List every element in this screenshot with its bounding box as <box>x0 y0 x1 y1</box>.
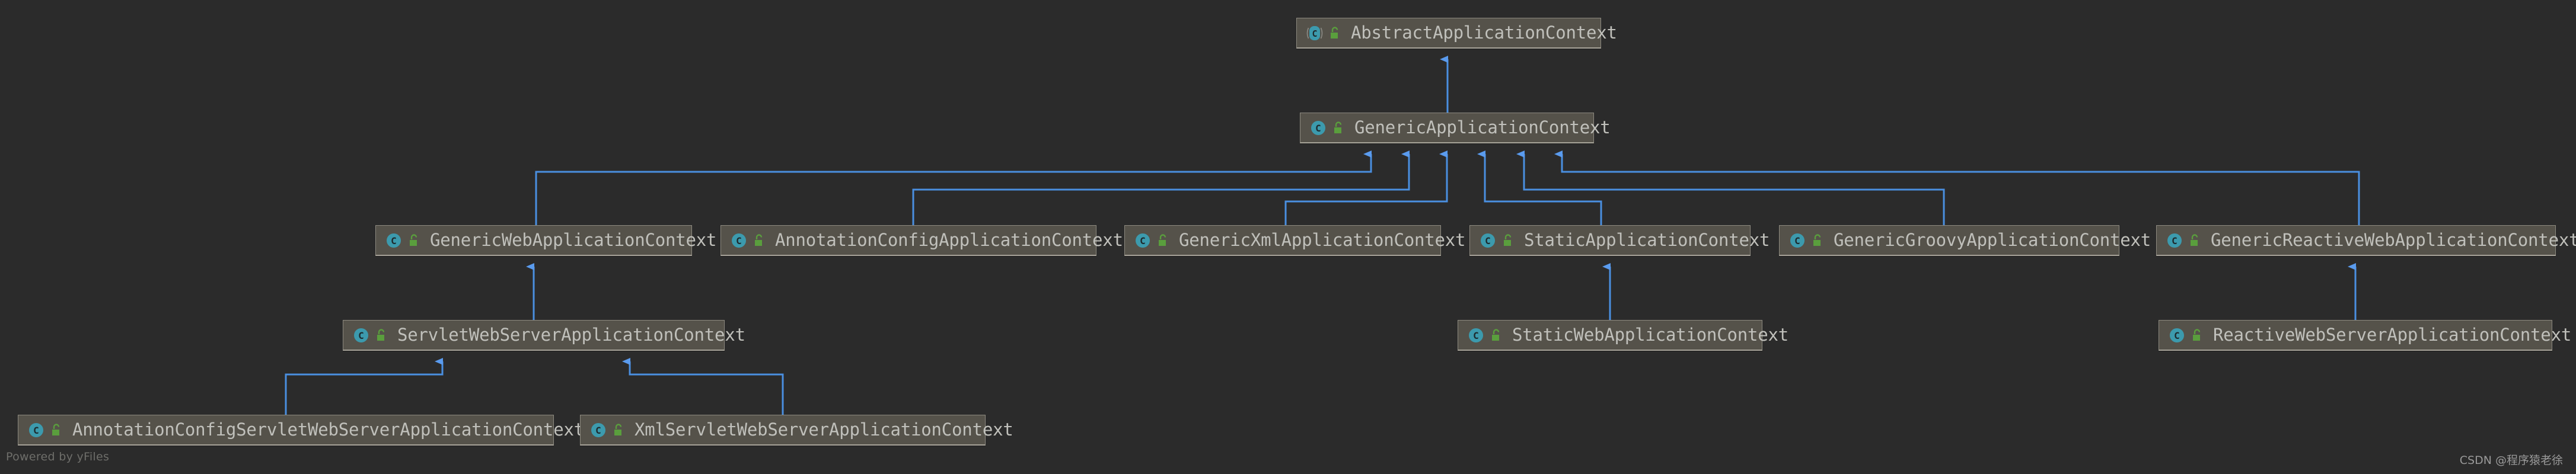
edge-static-to-generic <box>1477 150 1602 225</box>
uml-node-xml-servlet-web-server-application-context[interactable]: C XmlServletWebServerApplicationContext <box>580 415 1013 446</box>
uml-node-label: AnnotationConfigServletWebServerApplicat… <box>72 419 584 440</box>
svg-text:C: C <box>391 235 397 246</box>
uml-node-reactive-web-server-application-context[interactable]: C ReactiveWebServerApplicationContext <box>2159 320 2571 351</box>
public-unlocked-icon <box>50 422 63 438</box>
uml-node-label: StaticWebApplicationContext <box>1512 325 1789 345</box>
uml-node-servlet-web-server-application-context[interactable]: C ServletWebServerApplicationContext <box>343 320 745 351</box>
public-unlocked-icon <box>375 328 388 343</box>
edge-annotationconfigservlet-to-servletwebserver <box>285 358 444 415</box>
edge-genericxml-to-generic <box>1284 150 1448 225</box>
edge-annotationconfig-to-generic <box>912 150 1410 225</box>
class-icon: C <box>1478 231 1497 250</box>
class-icon: C <box>729 231 748 250</box>
class-icon: C <box>589 421 608 440</box>
uml-node-static-web-application-context[interactable]: C StaticWebApplicationContext <box>1458 320 1788 351</box>
uml-node-generic-web-application-context[interactable]: C GenericWebApplicationContext <box>375 225 716 256</box>
csdn-watermark: CSDN @程序猿老徐 <box>2459 454 2563 467</box>
public-unlocked-icon <box>1328 25 1341 41</box>
public-unlocked-icon <box>1501 233 1515 248</box>
uml-node-label: StaticApplicationContext <box>1524 230 1770 250</box>
uml-node-static-application-context[interactable]: C StaticApplicationContext <box>1469 225 1770 256</box>
svg-text:C: C <box>1140 235 1146 246</box>
class-icon: C <box>1788 231 1807 250</box>
uml-node-label: GenericReactiveWebApplicationContext <box>2211 230 2576 250</box>
svg-text:C: C <box>2172 235 2178 246</box>
public-unlocked-icon <box>1490 328 1503 343</box>
uml-node-annotation-config-servlet-web-server-application-context[interactable]: C AnnotationConfigServletWebServerApplic… <box>18 415 584 446</box>
uml-node-label: GenericGroovyApplicationContext <box>1834 230 2151 250</box>
class-icon: C <box>352 326 371 345</box>
svg-text:C: C <box>736 235 742 246</box>
svg-text:C: C <box>1485 235 1491 246</box>
svg-text:C: C <box>2174 330 2180 341</box>
class-icon: C <box>27 421 46 440</box>
class-icon: C <box>1133 231 1152 250</box>
public-unlocked-icon <box>1811 233 1824 248</box>
svg-text:C: C <box>358 330 364 341</box>
svg-text:C: C <box>1315 123 1321 134</box>
class-icon: C <box>384 231 403 250</box>
class-icon: C <box>1309 118 1328 137</box>
uml-node-label: AbstractApplicationContext <box>1351 23 1617 43</box>
svg-text:C: C <box>595 425 601 436</box>
class-icon: C <box>2167 326 2186 345</box>
uml-node-label: ReactiveWebServerApplicationContext <box>2213 325 2572 345</box>
uml-node-generic-xml-application-context[interactable]: C GenericXmlApplicationContext <box>1124 225 1465 256</box>
uml-node-abstract-application-context[interactable]: C AbstractApplicationContext <box>1296 18 1617 49</box>
public-unlocked-icon <box>1332 120 1345 136</box>
public-unlocked-icon <box>2188 233 2201 248</box>
svg-text:C: C <box>1794 235 1800 246</box>
svg-text:C: C <box>1473 330 1479 341</box>
public-unlocked-icon <box>612 422 625 438</box>
edge-genericgroovy-to-generic <box>1516 150 1945 225</box>
uml-node-generic-application-context[interactable]: C GenericApplicationContext <box>1300 113 1611 143</box>
class-icon: C <box>2165 231 2184 250</box>
uml-node-annotation-config-application-context[interactable]: C AnnotationConfigApplicationContext <box>720 225 1123 256</box>
uml-node-label: XmlServletWebServerApplicationContext <box>635 419 1013 440</box>
edge-genericweb-to-generic <box>535 150 1372 225</box>
uml-node-label: GenericXmlApplicationContext <box>1179 230 1466 250</box>
class-icon: C <box>1466 326 1485 345</box>
edge-xmlservlet-to-servletwebserver <box>622 358 784 415</box>
public-unlocked-icon <box>753 233 766 248</box>
svg-text:C: C <box>33 425 39 436</box>
public-unlocked-icon <box>2191 328 2204 343</box>
public-unlocked-icon <box>1156 233 1169 248</box>
uml-node-generic-reactive-web-application-context[interactable]: C GenericReactiveWebApplicationContext <box>2156 225 2576 256</box>
abstract-class-icon: C <box>1305 24 1324 43</box>
edge-genericreactive-to-generic <box>1554 150 2360 225</box>
uml-node-label: GenericApplicationContext <box>1354 117 1611 137</box>
uml-node-label: AnnotationConfigApplicationContext <box>775 230 1123 250</box>
yfiles-watermark: Powered by yFiles <box>6 450 110 463</box>
public-unlocked-icon <box>407 233 420 248</box>
uml-node-label: ServletWebServerApplicationContext <box>397 325 745 345</box>
svg-text:C: C <box>1312 28 1317 39</box>
uml-node-label: GenericWebApplicationContext <box>430 230 717 250</box>
uml-node-generic-groovy-application-context[interactable]: C GenericGroovyApplicationContext <box>1779 225 2151 256</box>
